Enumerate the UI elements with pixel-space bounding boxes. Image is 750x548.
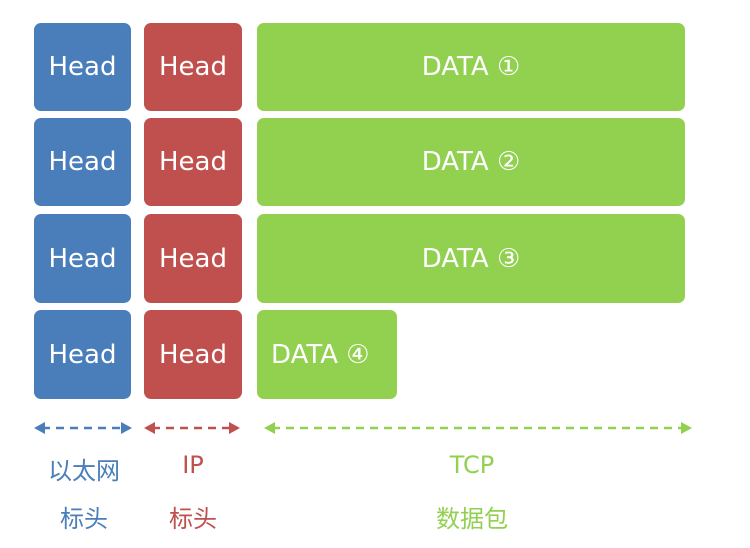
tcp-label-sub: 数据包 [436, 505, 508, 533]
tcp-data-2: DATA ② [257, 118, 685, 206]
tcp-data-3: DATA ③ [257, 214, 685, 303]
ip-span-arrow [144, 422, 240, 434]
ethernet-label: 以太网 [48, 457, 120, 485]
ethernet-head-1: Head [34, 23, 131, 111]
ip-label-sub: 标头 [169, 505, 217, 533]
ethernet-span-arrow [34, 422, 132, 434]
ethernet-head-2: Head [34, 118, 131, 206]
ip-head-2: Head [144, 118, 242, 206]
ethernet-head-3: Head [34, 214, 131, 303]
tcp-data-4: DATA ④ [257, 310, 397, 399]
tcp-data-1: DATA ① [257, 23, 685, 111]
ip-head-4: Head [144, 310, 242, 399]
ethernet-head-4: Head [34, 310, 131, 399]
tcp-span-arrow [264, 422, 692, 434]
ip-head-3: Head [144, 214, 242, 303]
tcp-label: TCP [449, 451, 495, 479]
ip-label: IP [182, 451, 204, 479]
ip-head-1: Head [144, 23, 242, 111]
ethernet-label-sub: 标头 [60, 505, 108, 533]
